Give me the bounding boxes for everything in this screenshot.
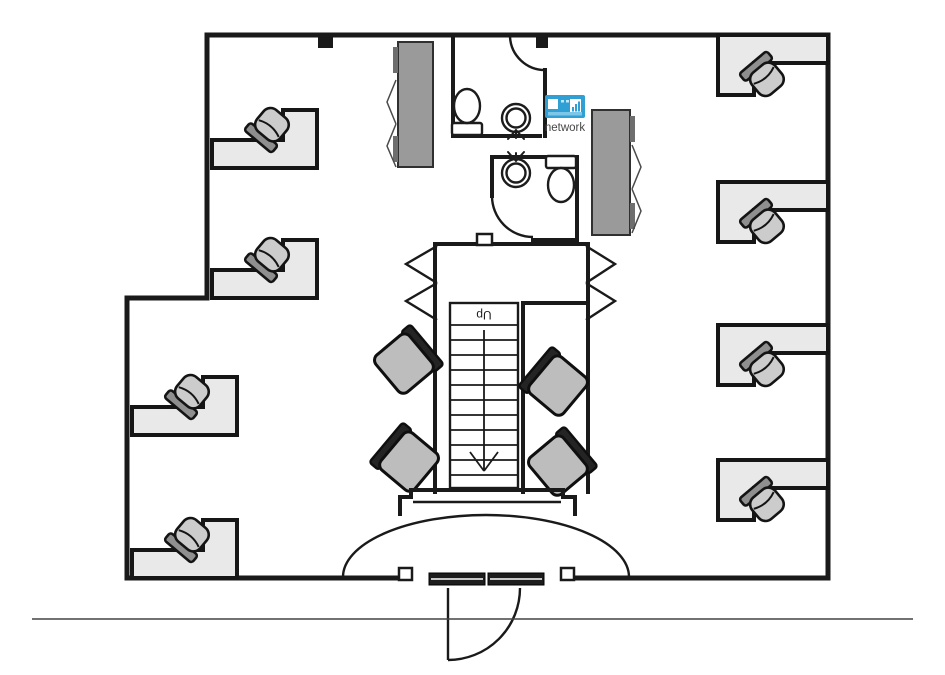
restroom-lower [490,150,579,242]
toilet-icon [450,87,484,137]
opening-chevrons-right-icon [585,244,618,322]
vestibule-platform [398,488,577,516]
stair-shaft-walls [521,301,588,494]
lounge-chair-icon [367,420,445,498]
hallway [403,232,618,494]
storage-cabinet-left [386,41,434,168]
workstations-right [716,33,830,528]
network-label: network [545,122,586,134]
vestibule-canopy-arc [341,513,631,578]
door-jamb [475,232,494,247]
cabinet-hinge [630,116,635,142]
toilet-icon [544,154,578,204]
cabinet-hinge [393,47,398,73]
wall-pilaster [318,37,333,48]
network-device-icon [545,95,585,118]
workstations-left [130,101,319,580]
stair-direction-arrow-icon [469,330,499,472]
outline-wall-upper-right [124,32,831,581]
storage-cabinet-right [591,109,642,236]
cabinet-door-fold-icon [631,144,642,234]
door-jamb [559,566,576,582]
building-outline [124,32,831,581]
door-jamb [397,566,414,582]
cabinet-door-fold-icon [386,79,397,168]
opening-chevrons-left-icon [403,244,438,322]
door-swing-icon [508,36,546,72]
door-swing-icon [446,587,522,662]
staircase: Up [448,301,520,490]
lounge-chair-icon [516,344,594,422]
outline-wall-lower-left [124,295,402,581]
door-swing-icon [490,195,534,239]
cabinet-body [591,109,631,236]
stairs-up-label: Up [476,308,492,322]
cabinet-hinge [630,203,635,229]
hall-left-walls [433,242,590,494]
lounge-chair-icon [368,322,446,400]
sink-icon [500,102,532,141]
entrance [32,488,913,662]
restroom-upper [450,33,547,141]
cabinet-body [397,41,434,168]
cabinet-hinge [393,136,398,162]
network-device: network [545,95,586,134]
wall-pilaster [536,37,548,48]
